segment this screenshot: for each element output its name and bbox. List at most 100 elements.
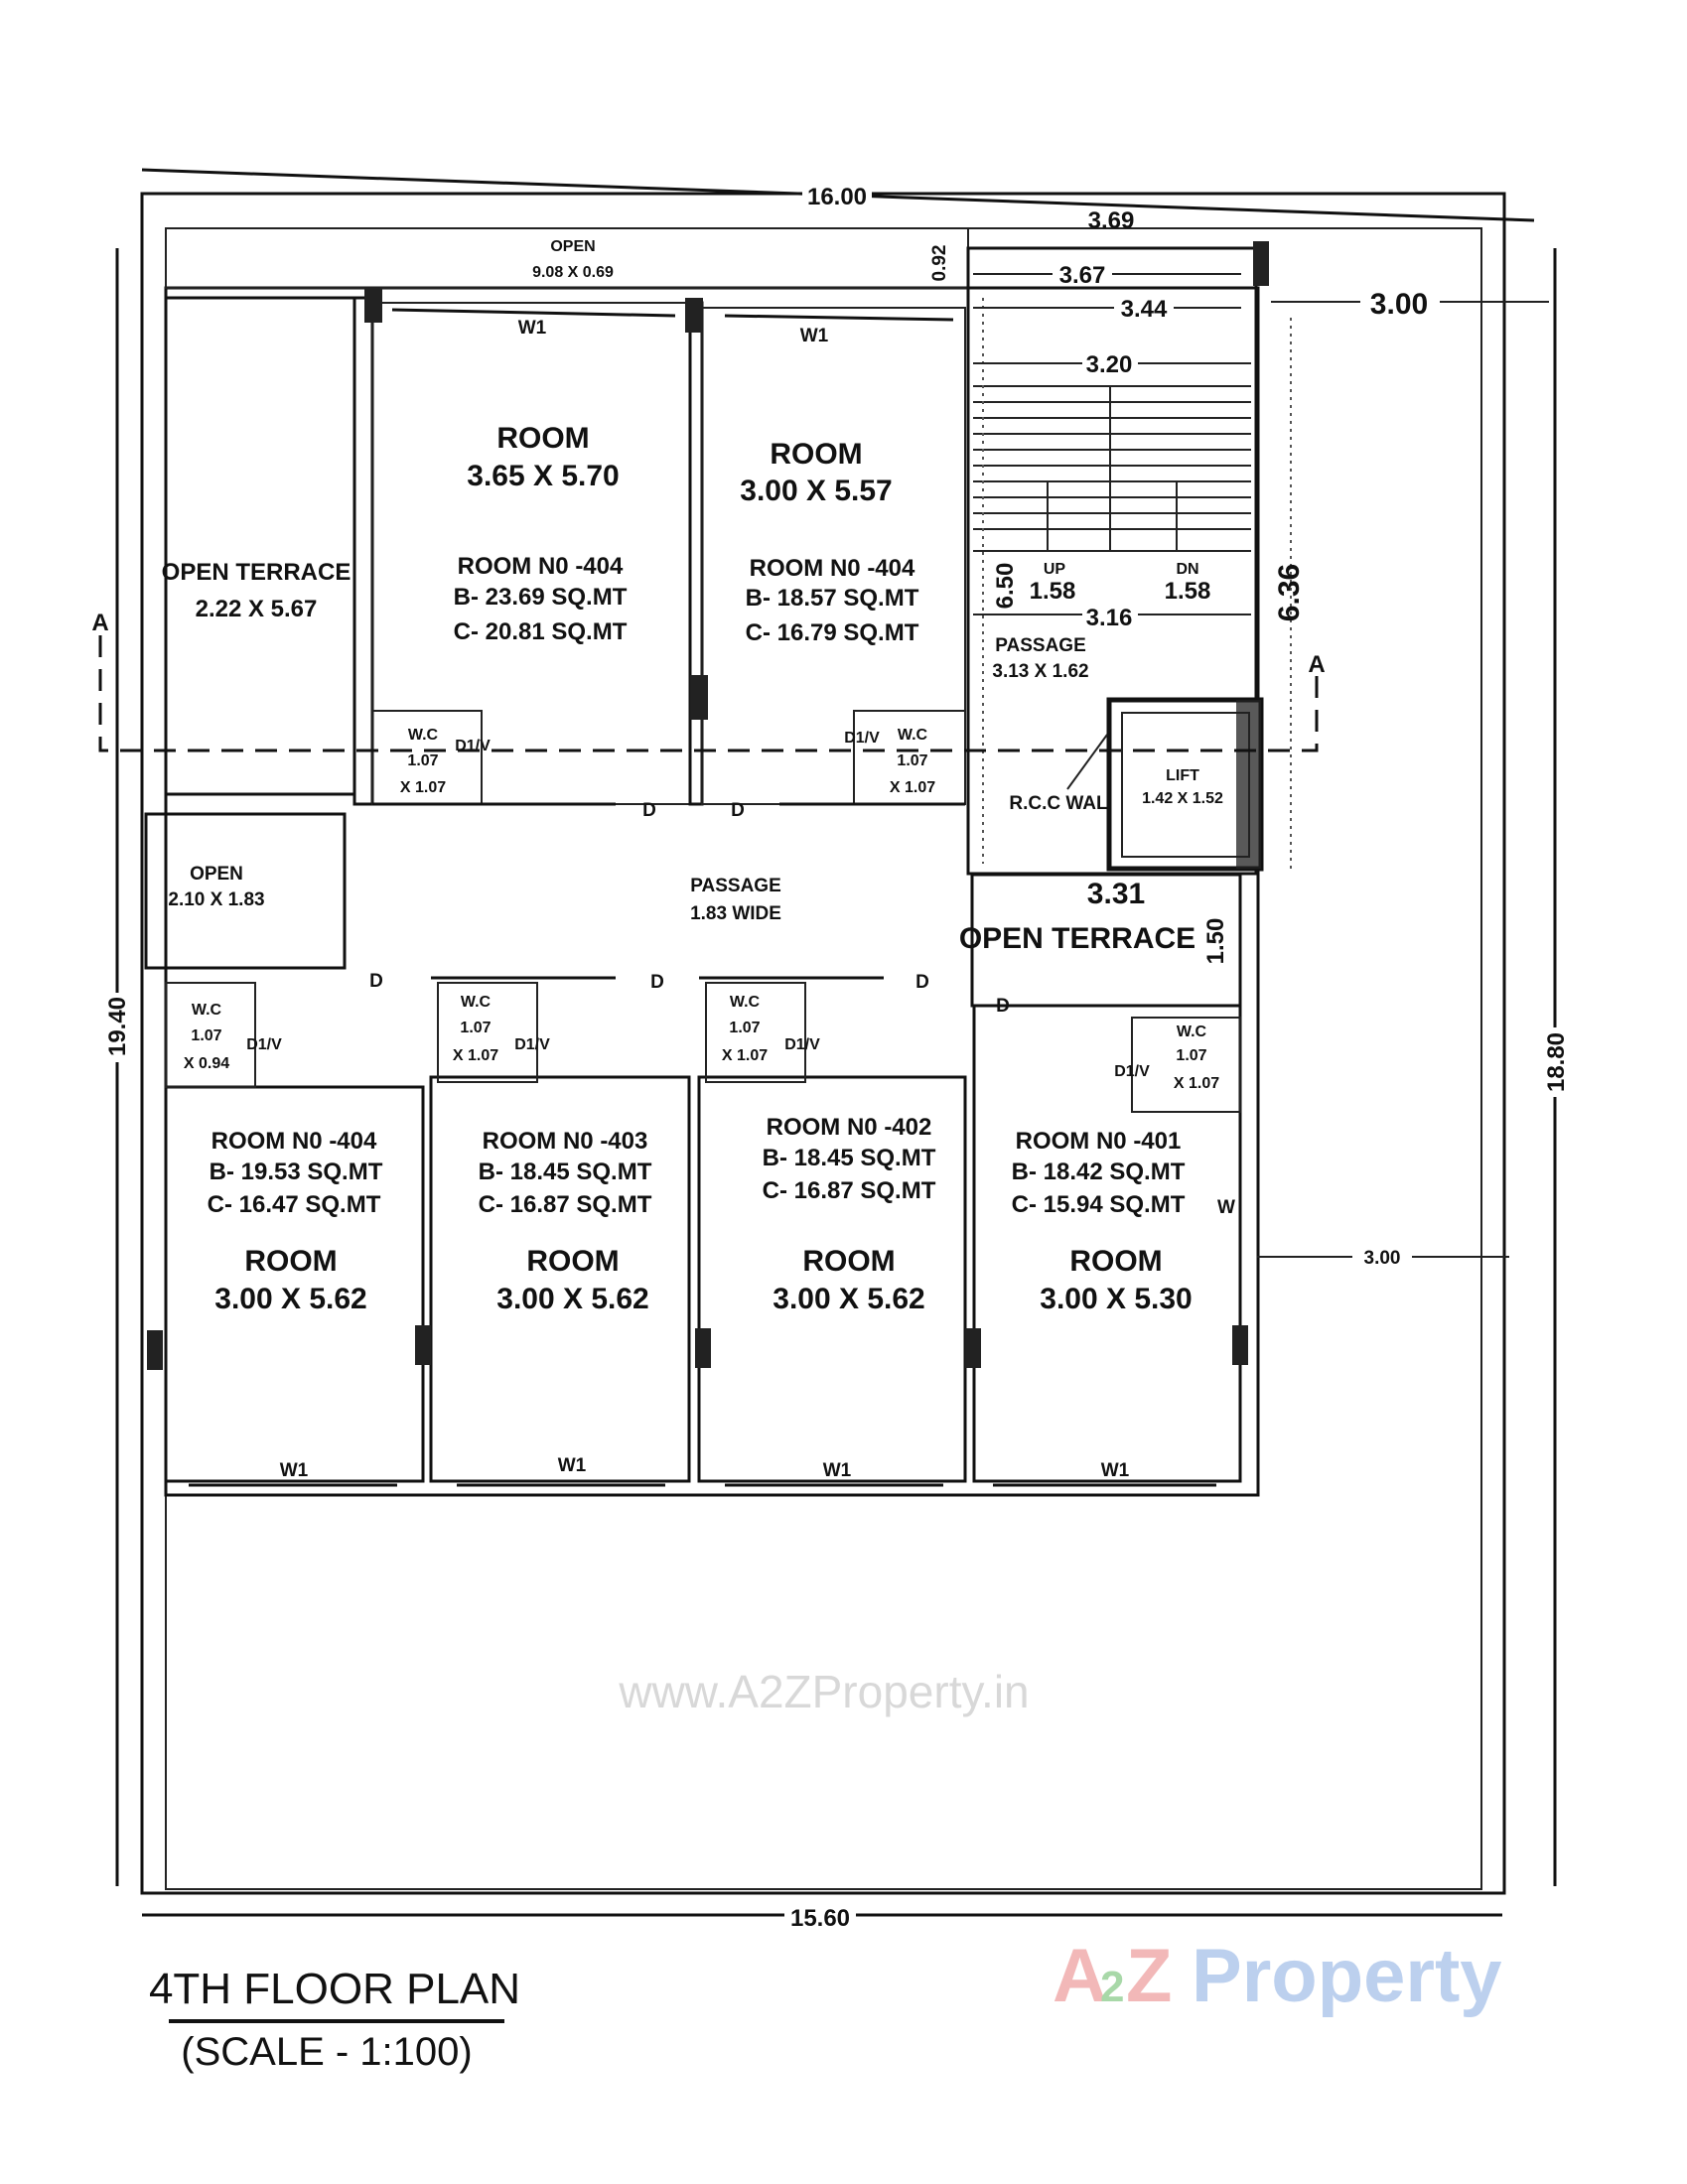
open-small-size: 2.10 X 1.83	[168, 889, 264, 910]
wc-height: X 1.07	[722, 1047, 768, 1064]
dim-stair-h: 6.50	[992, 563, 1019, 610]
room-name: ROOM	[1069, 1245, 1162, 1278]
wc-label: W.C	[408, 727, 439, 744]
room-name: ROOM	[802, 1245, 895, 1278]
room-size: 3.00 X 5.30	[1040, 1283, 1192, 1315]
plan-title: 4TH FLOOR PLAN	[149, 1965, 520, 2013]
passage-name: PASSAGE	[690, 876, 781, 896]
wc-height: X 0.94	[184, 1055, 229, 1072]
dim-open-height: 0.92	[929, 245, 950, 282]
room-name: ROOM	[244, 1245, 337, 1278]
room-name: ROOM	[526, 1245, 619, 1278]
wc-height: X 1.07	[1174, 1075, 1219, 1092]
dim-side-h: 6.36	[1273, 564, 1306, 621]
window-label: W1	[518, 318, 547, 339]
plan-scale: (SCALE - 1:100)	[181, 2030, 472, 2074]
room-number: ROOM N0 -404	[750, 555, 915, 582]
open-terrace-left-name: OPEN TERRACE	[162, 559, 351, 586]
lift-name: LIFT	[1166, 767, 1199, 784]
open-terrace-left-size: 2.22 X 5.67	[196, 596, 318, 622]
up-label: UP	[1044, 561, 1066, 578]
logo-two: 2	[1100, 1963, 1124, 2011]
title-block: 4TH FLOOR PLAN (SCALE - 1:100)	[149, 1965, 520, 2074]
dim-top: 16.00	[807, 184, 867, 210]
wc-width: 1.07	[729, 1020, 760, 1036]
room-name: ROOM	[770, 438, 862, 471]
stair-passage-name: PASSAGE	[995, 635, 1086, 656]
room-built-area: B- 18.45 SQ.MT	[479, 1159, 652, 1185]
dim-left: 19.40	[104, 997, 131, 1056]
dim-right: 18.80	[1543, 1032, 1570, 1092]
open-small-name: OPEN	[190, 864, 243, 885]
d1v-label: D1/V	[784, 1036, 820, 1053]
wc-width: 1.07	[191, 1027, 221, 1044]
dim-stair-w4: 3.16	[1086, 605, 1133, 631]
wc-width: 1.07	[460, 1020, 491, 1036]
window-label: W1	[558, 1455, 587, 1476]
logo-property: Property	[1192, 1934, 1502, 2018]
lift-size: 1.42 X 1.52	[1142, 790, 1223, 807]
logo-a: A	[1053, 1934, 1107, 2018]
wc-label: W.C	[461, 994, 492, 1011]
wc-height: X 1.07	[400, 779, 446, 796]
dim-stair-w1: 3.67	[1059, 262, 1106, 289]
door-label: D	[650, 972, 664, 993]
watermark-text: www.A2ZProperty.in	[618, 1666, 1029, 1717]
open-terrace-right: OPEN TERRACE	[959, 922, 1195, 955]
room-size: 3.00 X 5.62	[496, 1283, 648, 1315]
wc-height: X 1.07	[453, 1047, 498, 1064]
staircase	[973, 298, 1251, 864]
d1v-label: D1/V	[514, 1036, 550, 1053]
room-built-area: B- 18.42 SQ.MT	[1012, 1159, 1186, 1185]
open-top-name: OPEN	[550, 238, 595, 255]
d1v-label: D1/V	[455, 738, 491, 754]
room-carpet-area: C- 16.47 SQ.MT	[208, 1191, 381, 1218]
d1v-label: D1/V	[1114, 1063, 1150, 1080]
room-built-area: B- 18.57 SQ.MT	[746, 585, 919, 612]
window-side-label: W	[1217, 1197, 1235, 1218]
room-carpet-area: C- 15.94 SQ.MT	[1012, 1191, 1186, 1218]
plot-boundary	[140, 168, 1535, 1895]
dim-side-setback-2: 3.00	[1364, 1248, 1401, 1269]
room-carpet-area: C- 16.79 SQ.MT	[746, 619, 919, 646]
dim-side-setback: 3.00	[1370, 288, 1428, 321]
room-carpet-area: C- 16.87 SQ.MT	[479, 1191, 652, 1218]
building-walls	[144, 227, 1269, 1497]
door-label: D	[369, 971, 383, 992]
a2z-property-logo: A 2 Z Property	[1053, 1934, 1502, 2018]
open-top-size: 9.08 X 0.69	[532, 264, 614, 281]
room-size: 3.00 X 5.57	[740, 475, 892, 507]
window-label: W1	[1101, 1460, 1130, 1481]
section-marker-left: A	[91, 610, 108, 636]
dimension-labels: 16.00 15.60 19.40 18.80 3.69 0.92 3.67 3…	[99, 182, 1573, 1932]
room-carpet-area: C- 16.87 SQ.MT	[763, 1177, 936, 1204]
room-number: ROOM N0 -401	[1016, 1128, 1182, 1155]
wc-width: 1.07	[1176, 1047, 1206, 1064]
room-number: ROOM N0 -403	[483, 1128, 648, 1155]
section-marker-right: A	[1308, 651, 1325, 678]
wc-label: W.C	[898, 727, 928, 744]
wc-label: W.C	[730, 994, 761, 1011]
door-label: D	[731, 800, 745, 821]
dim-terrace-h: 1.50	[1202, 918, 1229, 965]
door-label: D	[915, 972, 929, 993]
dim-dn-run: 1.58	[1165, 578, 1211, 605]
room-size: 3.00 X 5.62	[773, 1283, 924, 1315]
wc-width: 1.07	[897, 752, 927, 769]
room-name: ROOM	[496, 422, 589, 455]
room-size: 3.00 X 5.62	[214, 1283, 366, 1315]
dim-terrace-w: 3.31	[1087, 878, 1145, 910]
room-number: ROOM N0 -404	[211, 1128, 377, 1155]
wc-label: W.C	[192, 1002, 222, 1019]
section-line-a: A A	[91, 610, 1326, 752]
dim-bottom: 15.60	[790, 1905, 850, 1932]
logo-z: Z	[1126, 1934, 1172, 2018]
dn-label: DN	[1176, 561, 1198, 578]
rcc-wall-label: R.C.C WAL	[1009, 793, 1108, 814]
d1v-label: D1/V	[246, 1036, 282, 1053]
dim-stair-w3: 3.20	[1086, 351, 1133, 378]
room-built-area: B- 19.53 SQ.MT	[210, 1159, 383, 1185]
door-label: D	[642, 800, 656, 821]
door-label: D	[996, 996, 1010, 1017]
passage-width: 1.83 WIDE	[690, 903, 781, 924]
